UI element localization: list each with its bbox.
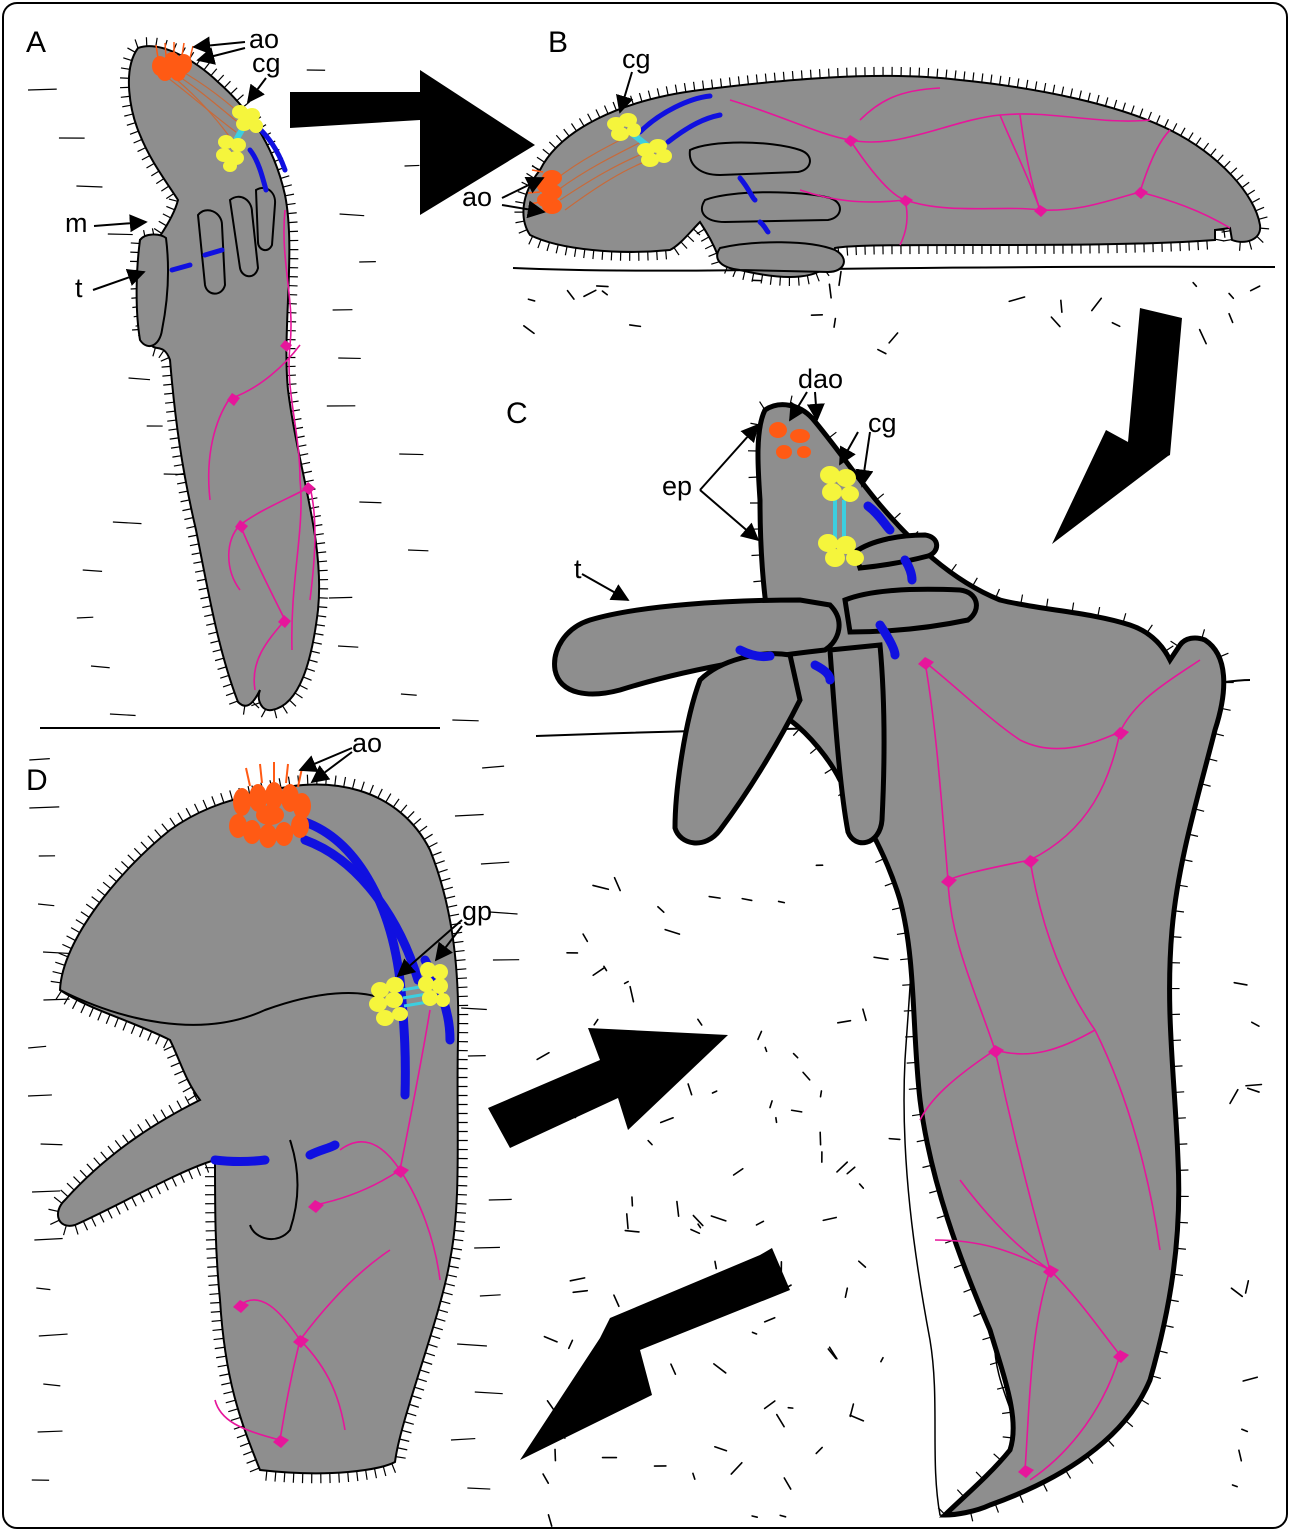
label-d-gp: gp	[462, 896, 492, 926]
arrow-c-to-d-icon	[520, 1248, 790, 1460]
panel-d-body	[58, 784, 458, 1473]
arrow-a-to-b-icon	[290, 70, 535, 215]
panel-letter-a: A	[26, 26, 46, 59]
panel-b-larva	[502, 67, 1269, 286]
panel-c-settling-larva	[555, 392, 1234, 1521]
panel-letter-d: D	[26, 764, 48, 797]
panel-letter-b: B	[548, 26, 568, 59]
label-c-dao: dao	[798, 364, 843, 394]
arrow-b-to-c-icon	[1052, 308, 1182, 544]
label-d-ao: ao	[352, 728, 382, 758]
label-a-m: m	[65, 208, 88, 238]
label-a-cg: cg	[252, 48, 281, 78]
label-c-ep: ep	[662, 471, 692, 501]
label-c-cg: cg	[868, 408, 897, 438]
label-b-ao: ao	[462, 182, 492, 212]
panel-letter-c: C	[506, 397, 528, 430]
panel-a-larva	[93, 37, 328, 718]
panel-d-larva	[48, 748, 468, 1483]
label-b-cg: cg	[622, 44, 651, 74]
arrow-d-to-c-icon	[488, 1028, 728, 1148]
label-a-t: t	[75, 273, 83, 303]
label-c-t: t	[574, 554, 582, 584]
